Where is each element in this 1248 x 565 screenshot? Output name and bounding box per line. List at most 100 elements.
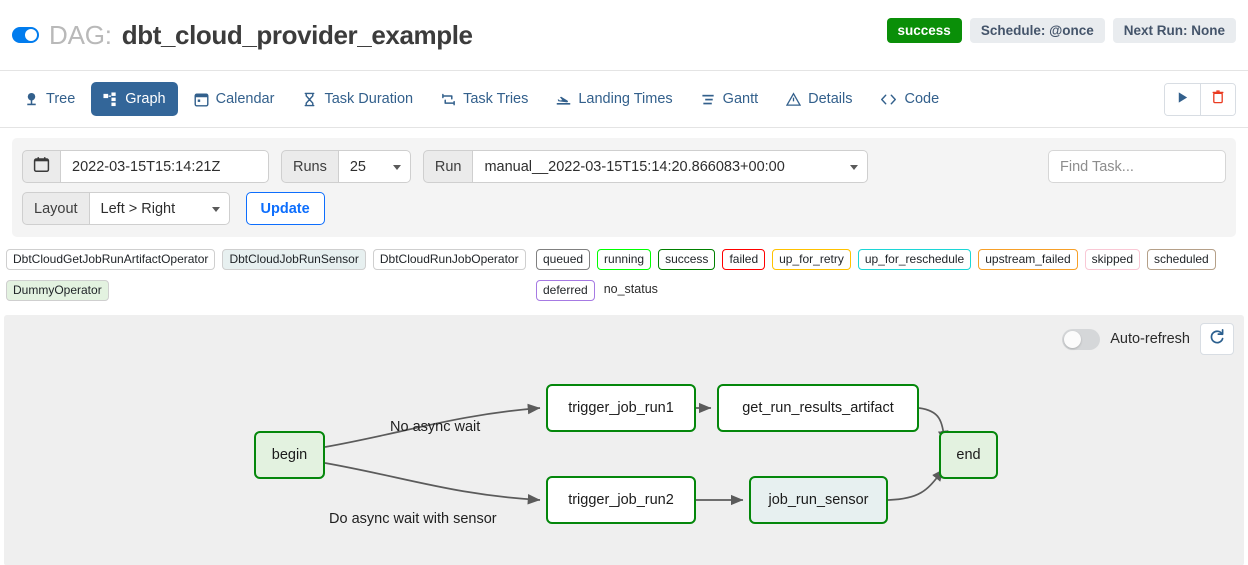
legend-operator-chip: DbtCloudJobRunSensor xyxy=(222,249,366,270)
auto-refresh-label: Auto-refresh xyxy=(1110,331,1190,347)
delete-dag-button[interactable] xyxy=(1200,84,1235,115)
dag-pause-toggle[interactable] xyxy=(12,27,39,43)
graph-node-label: begin xyxy=(271,447,308,463)
num-runs-select[interactable]: 25 xyxy=(338,150,411,183)
edge-label-do-async-wait-with-sensor: Do async wait with sensor xyxy=(329,511,497,527)
base-date-input[interactable]: 2022-03-15T15:14:21Z xyxy=(61,150,269,183)
tab-task-tries[interactable]: Task Tries xyxy=(429,82,540,116)
chevron-down-icon xyxy=(850,165,859,170)
tab-task-tries-label: Task Tries xyxy=(463,91,529,107)
calendar-addon xyxy=(22,150,61,183)
edge-begin-to-trigger2 xyxy=(324,462,541,505)
schedule-badge[interactable]: Schedule: @once xyxy=(969,18,1105,43)
trigger-dag-button[interactable] xyxy=(1165,84,1200,115)
graph-panel: Auto-refresh begin xyxy=(4,315,1244,565)
legend-state-failed: failed xyxy=(722,249,766,270)
refresh-icon xyxy=(1209,328,1225,350)
tab-tree[interactable]: Tree xyxy=(12,82,87,116)
run-select[interactable]: manual__2022-03-15T15:14:20.866083+00:00 xyxy=(473,150,869,183)
legend-state-running: running xyxy=(597,249,652,270)
play-icon xyxy=(1176,91,1189,109)
graph-node-end[interactable]: end xyxy=(939,431,998,479)
legend-state-up-for-retry: up_for_retry xyxy=(772,249,851,270)
triangle-alert-icon xyxy=(786,91,802,107)
tab-landing-times[interactable]: Landing Times xyxy=(544,82,684,116)
calendar-icon xyxy=(194,92,209,107)
legend-state-queued: queued xyxy=(536,249,591,270)
legend-states: queued running success failed up_for_ret… xyxy=(536,249,1242,301)
legend-state-success: success xyxy=(658,249,716,270)
edge-begin-to-trigger1 xyxy=(324,403,541,448)
run-select-group: Run manual__2022-03-15T15:14:20.866083+0… xyxy=(422,150,869,183)
refresh-button[interactable] xyxy=(1200,323,1234,355)
layout-label: Layout xyxy=(22,192,90,225)
layout-select[interactable]: Left > Right xyxy=(89,192,230,225)
find-task-placeholder: Find Task... xyxy=(1060,158,1134,175)
page-header: DAG: dbt_cloud_provider_example success … xyxy=(0,0,1248,70)
tab-details[interactable]: Details xyxy=(774,82,864,116)
graph-node-label: trigger_job_run2 xyxy=(568,492,674,508)
legend-state-scheduled: scheduled xyxy=(1147,249,1216,270)
next-run-badge: Next Run: None xyxy=(1112,18,1236,43)
legend-state-upstream-failed: upstream_failed xyxy=(978,249,1078,270)
num-runs-group: Runs 25 xyxy=(281,150,411,183)
base-date-value: 2022-03-15T15:14:21Z xyxy=(72,158,221,175)
auto-refresh-toggle[interactable] xyxy=(1062,328,1101,350)
dag-title: DAG: dbt_cloud_provider_example xyxy=(12,20,473,51)
gantt-icon xyxy=(701,92,716,107)
tab-calendar[interactable]: Calendar xyxy=(182,82,287,116)
legend-operator-chip: DummyOperator xyxy=(6,280,109,301)
calendar-icon xyxy=(33,156,50,177)
chevron-down-icon xyxy=(211,207,220,212)
edge-sensor-to-end xyxy=(887,468,945,501)
code-icon xyxy=(880,92,897,107)
graph-node-label: end xyxy=(956,447,981,463)
controls-row-1: 2022-03-15T15:14:21Z Runs 25 Run manual_… xyxy=(22,150,1226,183)
tab-details-label: Details xyxy=(808,91,853,107)
tab-graph[interactable]: Graph xyxy=(91,82,178,116)
dag-prefix-label: DAG: xyxy=(49,19,112,50)
graph-icon xyxy=(103,91,118,107)
tab-calendar-label: Calendar xyxy=(215,91,275,107)
landing-icon xyxy=(556,92,571,107)
retry-icon xyxy=(441,92,456,107)
tab-code[interactable]: Code xyxy=(868,82,951,116)
graph-node-job-run-sensor[interactable]: job_run_sensor xyxy=(749,476,888,524)
view-tabs: Tree Graph Calendar Task Duration Ta xyxy=(0,70,1248,128)
graph-node-label: trigger_job_run1 xyxy=(568,400,674,416)
graph-node-trigger-job-run1[interactable]: trigger_job_run1 xyxy=(546,384,696,432)
legend-operator-chip: DbtCloudGetJobRunArtifactOperator xyxy=(6,249,216,270)
legend-operators: DbtCloudGetJobRunArtifactOperator DbtClo… xyxy=(6,249,536,301)
graph-node-label: job_run_sensor xyxy=(768,492,869,508)
runs-label: Runs xyxy=(281,150,339,183)
tab-graph-label: Graph xyxy=(125,91,166,107)
tab-gantt[interactable]: Gantt xyxy=(689,82,770,116)
graph-node-trigger-job-run2[interactable]: trigger_job_run2 xyxy=(546,476,696,524)
tab-code-label: Code xyxy=(904,91,940,107)
legend-operator-chip: DbtCloudRunJobOperator xyxy=(372,249,526,270)
legend: DbtCloudGetJobRunArtifactOperator DbtClo… xyxy=(6,249,1242,301)
tree-icon xyxy=(24,92,39,107)
hourglass-icon xyxy=(302,92,317,107)
tab-task-duration[interactable]: Task Duration xyxy=(290,82,425,116)
dag-controls-toolbar: 2022-03-15T15:14:21Z Runs 25 Run manual_… xyxy=(12,138,1236,237)
legend-state-no-status: no_status xyxy=(603,282,658,296)
trash-icon xyxy=(1211,90,1225,109)
find-task-input[interactable]: Find Task... xyxy=(1048,150,1226,183)
tab-landing-times-label: Landing Times xyxy=(578,91,673,107)
dag-action-buttons xyxy=(1164,83,1236,116)
update-button[interactable]: Update xyxy=(245,192,325,225)
graph-toolbar: Auto-refresh xyxy=(1062,323,1234,355)
controls-row-2: Layout Left > Right Update xyxy=(22,192,1226,225)
run-label: Run xyxy=(422,150,474,183)
dag-status-badge: success xyxy=(886,18,962,43)
graph-node-get-run-results-artifact[interactable]: get_run_results_artifact xyxy=(717,384,919,432)
num-runs-value: 25 xyxy=(349,158,366,175)
graph-node-begin[interactable]: begin xyxy=(254,431,325,479)
tab-gantt-label: Gantt xyxy=(722,91,759,107)
legend-state-up-for-reschedule: up_for_reschedule xyxy=(857,249,972,270)
graph-node-label: get_run_results_artifact xyxy=(742,400,894,416)
legend-state-skipped: skipped xyxy=(1084,249,1140,270)
chevron-down-icon xyxy=(392,165,401,170)
layout-group: Layout Left > Right xyxy=(22,192,230,225)
